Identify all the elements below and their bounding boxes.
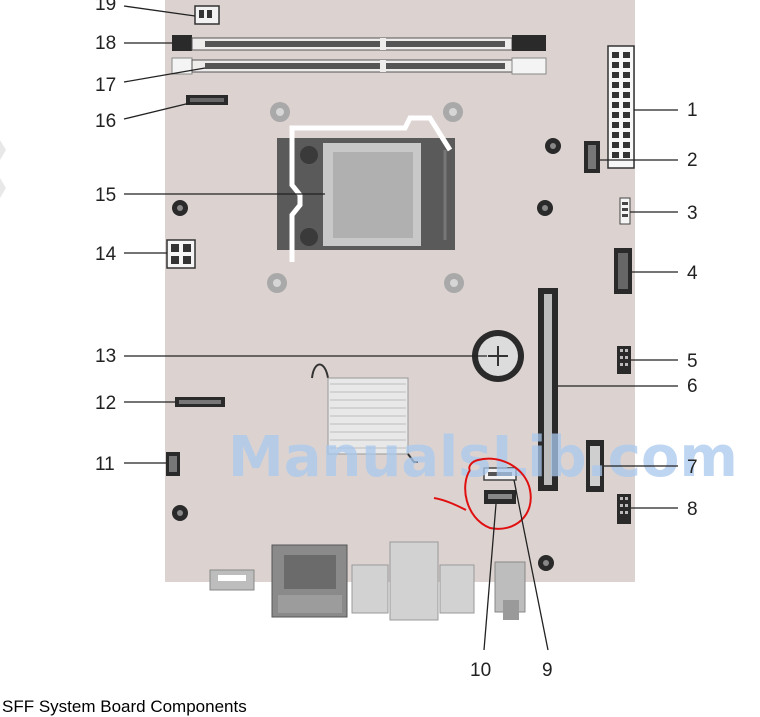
callout-17: 17 <box>95 75 116 96</box>
component-2-connector <box>584 141 600 173</box>
component-3-connector <box>619 197 631 225</box>
callout-12: 12 <box>95 393 116 414</box>
component-17-memory-slot <box>171 57 547 75</box>
callout-9: 9 <box>542 660 553 681</box>
callout-6: 6 <box>687 376 698 397</box>
callout-19: 19 <box>95 0 116 15</box>
callout-labels: 19 18 17 16 15 14 13 12 11 1 2 3 4 5 6 7… <box>95 0 698 681</box>
component-1-power-connector <box>607 45 635 169</box>
component-10-sata-connector <box>484 490 516 504</box>
component-15-processor-socket <box>277 115 455 262</box>
callout-7: 7 <box>687 457 698 478</box>
callout-2: 2 <box>687 150 698 171</box>
component-16-connector <box>186 95 228 105</box>
component-19-fan-header <box>194 5 220 25</box>
callout-14: 14 <box>95 244 117 265</box>
callout-10: 10 <box>470 660 491 681</box>
component-14-power-connector <box>166 239 196 269</box>
figure-caption: SFF System Board Components <box>2 697 247 716</box>
component-9-sata-connector <box>483 467 517 481</box>
red-annotation <box>433 457 532 530</box>
callout-16: 16 <box>95 111 116 132</box>
system-board <box>165 0 635 582</box>
component-8-header <box>617 494 631 524</box>
callout-leader-lines <box>123 5 678 651</box>
callout-13: 13 <box>95 346 116 367</box>
component-12-header <box>175 397 225 407</box>
callout-8: 8 <box>687 499 698 520</box>
left-edge-marks <box>0 140 6 198</box>
component-11-connector <box>166 452 180 476</box>
callout-3: 3 <box>687 203 698 224</box>
component-7-slot <box>586 440 604 492</box>
component-6-expansion-slot <box>538 288 558 491</box>
callout-11: 11 <box>95 454 115 475</box>
callout-1: 1 <box>687 100 698 121</box>
rear-io-ports <box>209 541 526 621</box>
chipset-heatsink <box>311 363 418 463</box>
callout-15: 15 <box>95 185 116 206</box>
callout-5: 5 <box>687 351 698 372</box>
watermark-text: ManualsLib.com <box>228 425 738 490</box>
mounting-screws <box>172 102 561 571</box>
component-18-memory-slot <box>172 35 546 51</box>
component-13-coin-battery <box>472 330 524 382</box>
callout-18: 18 <box>95 33 116 54</box>
component-4-header <box>614 248 632 294</box>
component-5-header <box>617 346 631 374</box>
callout-4: 4 <box>687 263 698 284</box>
